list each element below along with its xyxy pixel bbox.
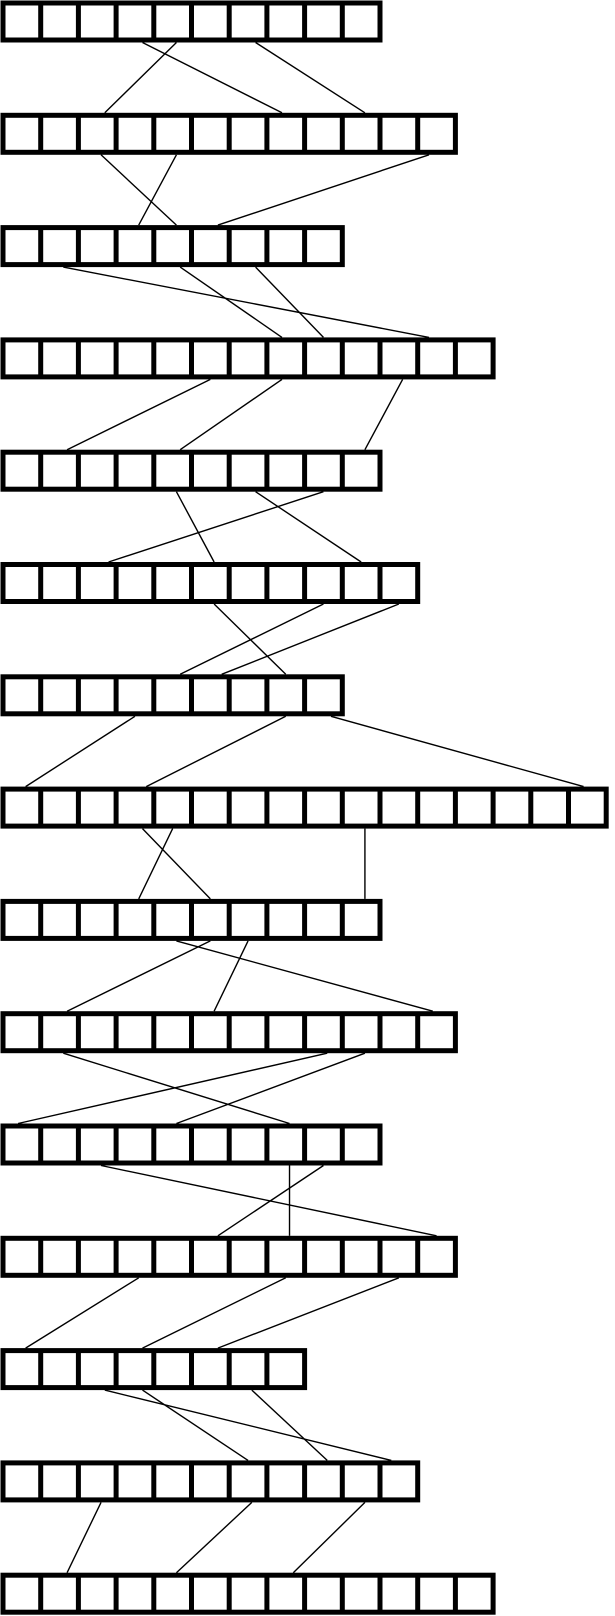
connector-line-12-0 [104,1389,392,1462]
cell-row-11 [0,1235,458,1278]
connector-line-4-0 [108,491,324,563]
connector-line-4-1 [175,491,215,563]
cell-row-13 [0,1460,421,1503]
cell-row-3 [0,337,496,380]
connector-line-11-0 [25,1277,140,1349]
connector-line-13-2 [292,1501,366,1574]
connector-line-7-0 [141,828,211,900]
connector-line-2-0 [63,266,430,339]
connector-line-1-2 [217,154,430,226]
connector-line-0-1 [142,41,283,114]
connector-line-8-2 [176,940,433,1012]
cell-row-2 [0,225,345,268]
row-frame-3 [0,337,496,380]
connector-line-0-0 [104,42,177,114]
connector-line-5-2 [221,603,400,675]
cell-row-6 [0,674,345,717]
connector-line-10-0 [100,1164,437,1237]
connector-line-1-0 [100,154,177,226]
cell-row-8 [0,898,383,941]
cell-row-14 [0,1572,496,1615]
connector-line-0-2 [255,41,366,114]
connector-line-6-1 [145,715,287,788]
cell-row-10 [0,1123,383,1166]
connector-line-9-2 [63,1052,290,1125]
connector-line-4-2 [255,491,362,563]
connector-line-10-1 [217,1164,324,1237]
row-frame-13 [0,1460,421,1503]
connector-line-8-0 [66,940,211,1012]
row-frame-6 [0,674,345,717]
connector-line-9-1 [176,1052,366,1125]
connector-line-8-1 [213,940,249,1012]
cell-row-9 [0,1011,458,1054]
row-frame-5 [0,562,421,604]
connector-line-6-0 [25,715,136,788]
connector-line-6-2 [330,715,584,788]
connector-line-5-1 [179,603,324,675]
connector-line-3-1 [179,378,283,451]
connector-line-7-1 [138,828,174,900]
connector-line-12-2 [251,1389,328,1461]
cell-row-5 [0,562,421,604]
cell-row-7 [0,786,609,829]
connector-line-2-2 [255,266,324,338]
row-frame-2 [0,225,345,268]
row-frame-14 [0,1572,496,1615]
cell-row-12 [0,1348,308,1391]
connector-line-13-1 [175,1501,253,1574]
connector-line-2-1 [179,266,283,338]
connector-line-11-2 [217,1277,400,1349]
connector-line-3-0 [66,378,211,451]
connector-lines [17,41,584,1574]
connector-line-12-1 [142,1389,249,1461]
connector-line-9-0 [17,1052,328,1125]
cell-row-4 [0,449,383,492]
cell-row-0 [0,0,383,43]
connector-line-3-2 [364,379,404,451]
connector-line-11-1 [142,1277,287,1349]
connector-line-1-1 [138,154,178,226]
cell-row-1 [0,112,458,155]
connector-line-13-0 [66,1502,102,1574]
connector-line-5-0 [213,603,287,675]
